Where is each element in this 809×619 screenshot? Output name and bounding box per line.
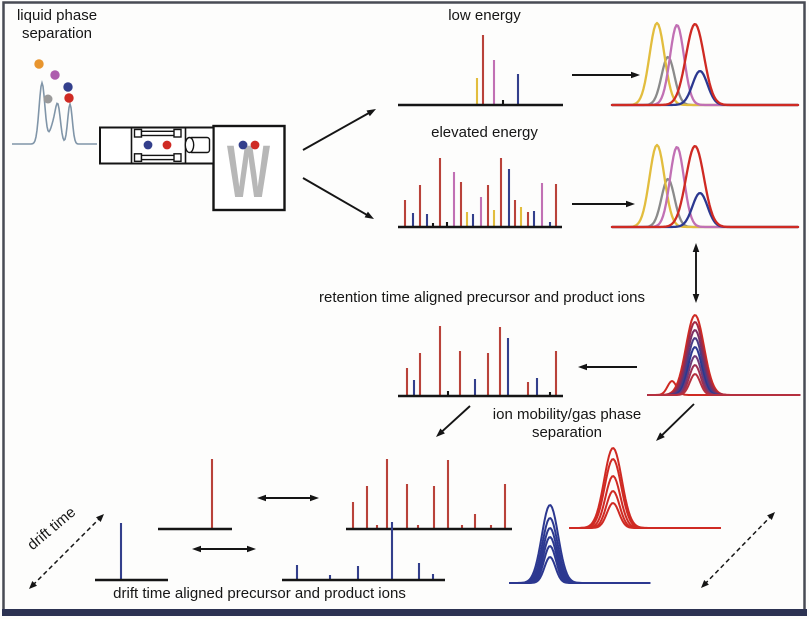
aligned-chromatogram-low: [610, 21, 800, 107]
arrow-line: [704, 515, 772, 585]
ion-dot: [143, 140, 153, 150]
arrow-chromatogram-cluster-link: [692, 243, 700, 303]
arrow-head: [656, 432, 665, 441]
arrow-head: [626, 200, 635, 208]
arrow-head: [701, 580, 709, 588]
arrow-head: [692, 294, 700, 303]
arrow-head: [247, 545, 256, 553]
arrow-low-to-chromatogram: [572, 71, 640, 79]
quadrupole-rod-cap: [133, 128, 143, 138]
arrow-product-drift-link: [257, 494, 319, 502]
retention-aligned-label: retention time aligned precursor and pro…: [318, 289, 646, 306]
gaussian-curve: [647, 337, 801, 396]
gaussian-curve: [647, 321, 801, 396]
arrow-head: [578, 363, 587, 371]
mobility-separated-precursor-cluster: [509, 504, 651, 584]
gaussian-curve: [647, 329, 801, 396]
arrow-line: [32, 517, 101, 586]
arrow-head: [192, 545, 201, 553]
arrow-head: [366, 109, 376, 117]
mobility-separated-product-cluster: [569, 447, 721, 529]
arrow-head: [96, 514, 104, 522]
liquid-phase-separation-label: liquid phase separation: [16, 7, 98, 43]
quadrupole-rod-cap: [173, 128, 182, 138]
elevated-energy-label: elevated energy: [431, 124, 538, 141]
arrow-head: [436, 428, 445, 437]
gaussian-curve: [569, 502, 721, 529]
gaussian-curve: [647, 346, 801, 396]
gaussian-curve: [569, 458, 721, 529]
drift-aligned-precursor-spectrum: [282, 522, 445, 582]
analyte-dot: [43, 94, 53, 104]
ion-dot: [238, 140, 248, 150]
retention-aligned-spectrum: [398, 326, 563, 398]
arrow-precursor-drift-link: [192, 545, 256, 553]
gaussian-curve: [610, 22, 800, 107]
gaussian-curve: [647, 355, 801, 396]
quadrupole-rod-cap: [173, 153, 182, 163]
analyte-dot: [34, 59, 44, 69]
gaussian-clusters-layer: [509, 21, 801, 584]
arrow-line: [302, 177, 370, 217]
arrow-line: [439, 405, 471, 434]
ion-dot: [250, 140, 260, 150]
ion-mobility-label-line2: separation: [531, 424, 603, 441]
gaussian-curve: [647, 373, 801, 396]
gaussian-curve: [509, 556, 651, 584]
waters-w-logo: W: [227, 130, 270, 213]
figure-border-bottom: [2, 609, 807, 616]
mass-spectrometer-schematic: W: [99, 124, 286, 213]
gaussian-curve: [569, 447, 721, 529]
arrow-head: [692, 243, 700, 252]
arrow-head: [767, 512, 775, 520]
aligned-chromatogram-elevated: [610, 143, 800, 229]
elevated-energy-spectrum: [398, 158, 562, 229]
analyte-dot: [63, 82, 73, 92]
single-precursor-ion-drift-peak: [95, 523, 168, 582]
rt-aligned-ion-cluster: [647, 314, 801, 396]
arrow-to-low-energy: [302, 109, 376, 151]
arrow-cluster-to-mobility: [656, 403, 695, 441]
arrow-cluster-to-retention-spectrum: [578, 363, 637, 371]
gaussian-curve: [509, 527, 651, 584]
ion-dot: [162, 140, 172, 150]
single-product-ion-drift-peak: [158, 459, 232, 531]
stick-spectra-layer: [95, 35, 563, 582]
chromatogram-trace: [12, 79, 97, 145]
drift-time-axis-arrow: [29, 514, 104, 589]
low-energy-spectrum: [398, 35, 563, 107]
mobility-axis-arrow: [701, 512, 775, 588]
quadrupole-rod-top: [140, 130, 176, 137]
ion-mobility-cell-face: [184, 136, 195, 154]
arrow-head: [29, 581, 37, 589]
arrow-head: [257, 494, 266, 502]
arrow-retention-to-drift: [436, 405, 471, 437]
low-energy-label: low energy: [448, 7, 521, 24]
analyte-dot: [50, 70, 60, 80]
arrow-head: [631, 71, 640, 79]
quadrupole-rod-cap: [133, 153, 143, 163]
drift-aligned-label: drift time aligned precursor and product…: [113, 585, 406, 602]
analyte-dots-layer: [34, 59, 260, 150]
gaussian-curve: [610, 144, 800, 229]
drift-aligned-product-spectrum: [346, 459, 512, 531]
arrows-layer: [29, 71, 775, 589]
arrow-head: [364, 211, 374, 219]
arrow-elevated-to-chromatogram: [572, 200, 635, 208]
analyte-dot: [64, 93, 74, 103]
arrow-head: [310, 494, 319, 502]
quadrupole-rod-bottom: [140, 154, 176, 161]
ion-mobility-label-line1: ion mobility/gas phase: [492, 406, 642, 423]
arrow-line: [302, 111, 372, 151]
arrow-to-elevated-energy: [302, 177, 374, 219]
arrow-line: [659, 403, 695, 438]
tof-analyzer-box: [212, 124, 286, 212]
gaussian-curve: [647, 364, 801, 396]
gaussian-curve: [569, 475, 721, 529]
